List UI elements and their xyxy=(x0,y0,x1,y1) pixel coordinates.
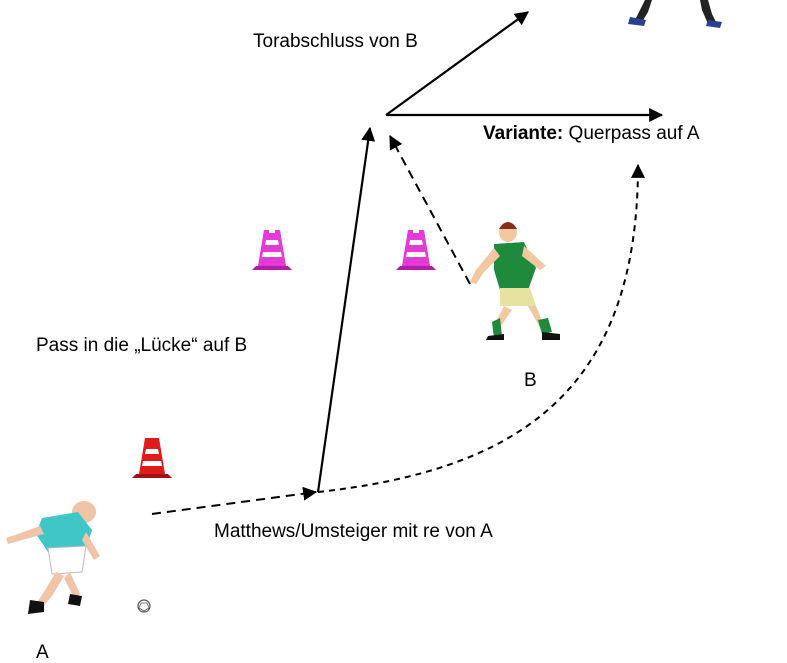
label-player-a: A xyxy=(36,642,49,663)
arrow-run-b xyxy=(389,134,471,285)
arrow-dribble-a xyxy=(151,486,318,515)
arrow-run-a-curve xyxy=(317,163,645,493)
label-shot: Torabschluss von B xyxy=(253,31,418,52)
cone-red xyxy=(132,438,172,478)
player-top-icon xyxy=(628,0,722,28)
ball-icon xyxy=(137,599,151,613)
player-b-icon xyxy=(470,222,560,340)
arrow-shot xyxy=(385,11,529,116)
cone-magenta-left xyxy=(252,230,292,270)
player-a-icon xyxy=(6,501,100,614)
label-variant-bold: Variante: xyxy=(483,123,564,144)
label-pass-gap: Pass in die „Lücke“ auf B xyxy=(36,335,248,356)
label-variant: Variante: Querpass auf A xyxy=(483,124,700,143)
arrow-pass-gap xyxy=(316,126,376,493)
label-dribble: Matthews/Umsteiger mit re von A xyxy=(214,521,493,542)
cone-magenta-right xyxy=(396,230,436,270)
label-player-b: B xyxy=(524,370,537,391)
label-variant-rest: Querpass auf A xyxy=(563,123,700,144)
